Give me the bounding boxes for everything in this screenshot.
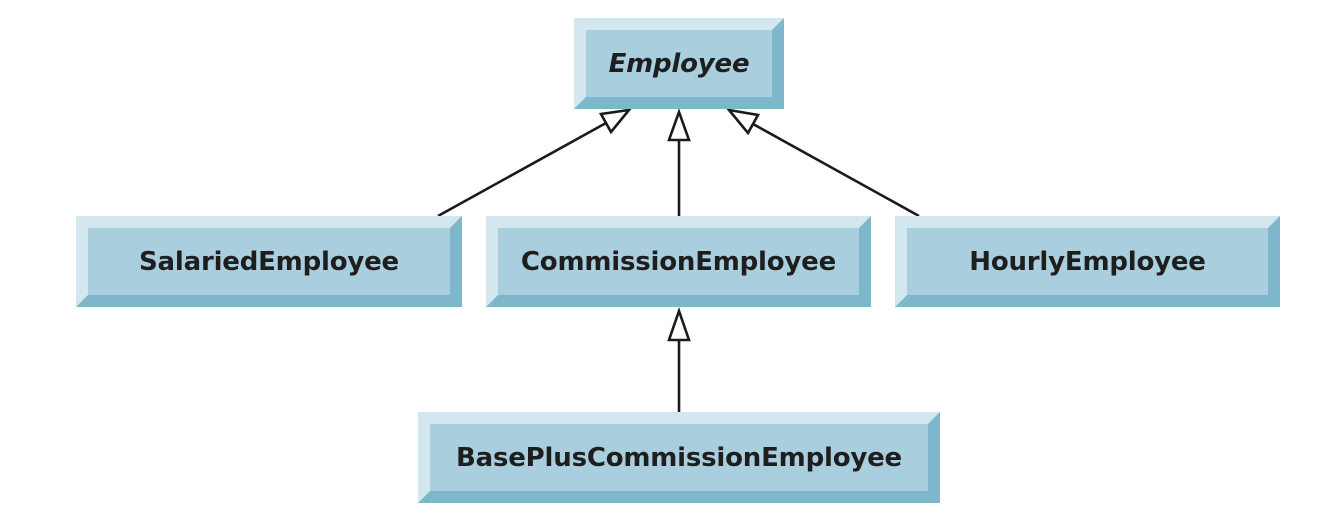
generalization-arrowhead-salaried: [598, 108, 633, 135]
class-name-employee: Employee: [608, 48, 750, 79]
generalization-arrowhead-baseplus: [667, 307, 691, 342]
class-name-hourly-employee: HourlyEmployee: [969, 246, 1206, 277]
class-box-salaried-employee: SalariedEmployee: [76, 216, 462, 307]
class-name-base-plus-commission-employee: BasePlusCommissionEmployee: [456, 442, 902, 473]
class-name-salaried-employee: SalariedEmployee: [139, 246, 399, 277]
class-box-base-plus-commission-employee: BasePlusCommissionEmployee: [418, 412, 940, 503]
connector-hourly-to-employee: [752, 122, 920, 218]
class-box-commission-employee: CommissionEmployee: [486, 216, 871, 307]
connector-salaried-to-employee: [437, 121, 607, 218]
class-box-employee: Employee: [574, 18, 784, 109]
class-box-hourly-employee: HourlyEmployee: [895, 216, 1280, 307]
class-name-commission-employee: CommissionEmployee: [520, 246, 837, 277]
generalization-arrowhead-commission: [667, 108, 691, 142]
generalization-arrowhead-hourly: [725, 108, 761, 136]
